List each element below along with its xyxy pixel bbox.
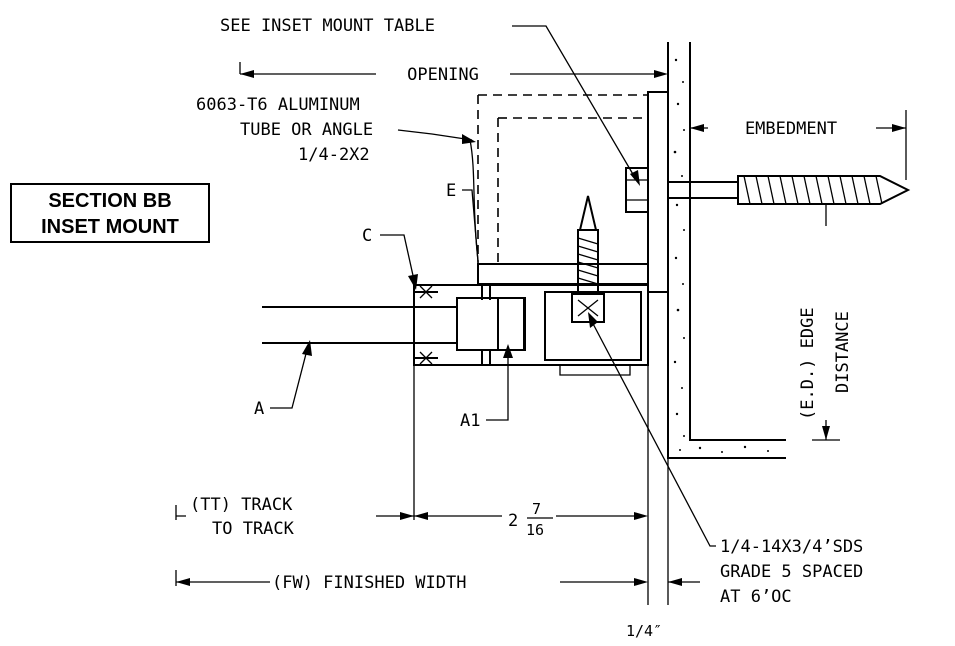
aluminum-label-2: TUBE OR ANGLE <box>240 120 373 140</box>
see-table-label: SEE INSET MOUNT TABLE <box>220 16 435 36</box>
edge-distance-label-2: DISTANCE <box>833 311 853 393</box>
aluminum-angle <box>477 91 669 293</box>
dim-numerator: 7 <box>532 500 541 518</box>
callout-e: E <box>446 181 456 201</box>
aluminum-label-1: 6063-T6 ALUMINUM <box>196 95 360 115</box>
section-title-line2: INSET MOUNT <box>41 216 179 238</box>
finished-width-label: (FW) FINISHED WIDTH <box>272 573 466 593</box>
embedment-dimension: EMBEDMENT <box>690 110 907 180</box>
dim-denominator: 16 <box>526 521 544 539</box>
section-title-line1: SECTION BB <box>48 190 172 212</box>
wall-anchor-screw <box>625 167 911 213</box>
screw-label-2: GRADE 5 SPACED <box>720 562 863 582</box>
dim-whole: 2 <box>508 511 518 531</box>
optional-aluminum-tube <box>469 94 648 264</box>
track-label-2: TO TRACK <box>212 519 295 539</box>
edge-distance-dimension: (E.D.) EDGE DISTANCE <box>798 204 853 441</box>
track-label-1: (TT) TRACK <box>190 495 293 515</box>
section-title-box: SECTION BB INSET MOUNT <box>10 183 210 243</box>
track-extrusion <box>413 284 649 376</box>
panel-a <box>262 306 457 344</box>
callout-a1: A1 <box>460 411 480 431</box>
callout-a: A <box>254 399 264 419</box>
opening-label: OPENING <box>407 65 479 85</box>
extension-lines <box>413 292 669 605</box>
leaders <box>270 25 716 547</box>
opening-dimension: OPENING <box>239 62 669 85</box>
finished-width-dimension: (FW) FINISHED WIDTH 1/4″ <box>175 570 700 640</box>
track-dimension: (TT) TRACK TO TRACK 2 7 16 <box>175 495 648 542</box>
concrete-wall <box>667 42 786 459</box>
screw-label-1: 1/4-14X3/4’SDS <box>720 537 863 557</box>
aluminum-label-3: 1/4-2X2 <box>298 145 370 165</box>
text-labels: SEE INSET MOUNT TABLE 6063-T6 ALUMINUM T… <box>196 16 863 607</box>
embedment-label: EMBEDMENT <box>745 119 837 139</box>
self-drilling-screw <box>571 195 605 323</box>
screw-label-3: AT 6’OC <box>720 587 792 607</box>
edge-distance-label-1: (E.D.) EDGE <box>798 307 818 420</box>
callout-c: C <box>362 226 372 246</box>
quarter-inch-label: 1/4″ <box>626 622 662 640</box>
